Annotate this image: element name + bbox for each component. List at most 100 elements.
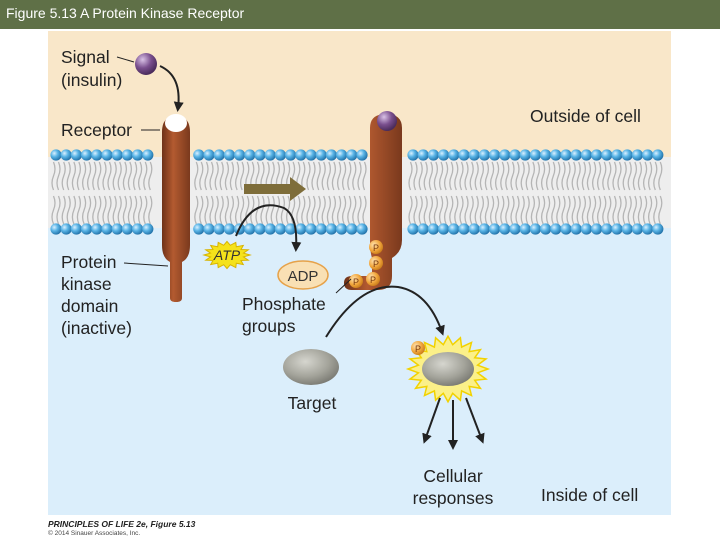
phospholipid-head <box>254 223 266 235</box>
phospholipid-head <box>417 149 429 161</box>
receptor-inactive <box>162 114 190 302</box>
cellular-label: Cellular <box>423 466 482 486</box>
atp-burst <box>202 240 252 270</box>
phospholipid-head <box>264 149 276 161</box>
phospholipid-head <box>203 149 215 161</box>
phospholipid-head <box>631 149 644 161</box>
phospholipid-head <box>550 149 562 161</box>
phospholipid-head <box>417 223 429 235</box>
phospholipid-head <box>519 149 531 161</box>
phospholipid-head <box>560 149 572 161</box>
lipid-tails <box>51 161 663 225</box>
phosphate-pointer <box>335 278 352 294</box>
protein-label: Protein <box>61 252 116 272</box>
phospholipid-head <box>448 223 460 235</box>
phospholipid-head <box>509 223 521 235</box>
phospholipid-head <box>315 223 327 235</box>
phospholipid-head <box>305 223 317 235</box>
phospholipid-head <box>70 149 82 161</box>
phospholipid-head <box>111 223 123 235</box>
phospholipid-head <box>223 223 235 235</box>
inside-cell-region <box>48 228 671 515</box>
receptor-active <box>344 114 402 290</box>
phospholipid-head <box>193 149 205 161</box>
phospholipid-head <box>213 149 225 161</box>
phospholipid-head <box>325 149 337 161</box>
phospholipid-head <box>70 223 82 235</box>
phospholipid-head <box>407 149 419 161</box>
phospholipid-head <box>315 149 327 161</box>
phospholipid-head <box>142 149 154 161</box>
atp-to-adp-arrow <box>235 204 302 252</box>
response-arrow-right <box>465 397 485 444</box>
phospholipid-head <box>295 223 307 235</box>
phospholipid-head <box>570 223 582 235</box>
phospholipid-head <box>458 149 470 161</box>
phospholipid-head <box>407 223 419 235</box>
phospholipid-head <box>305 149 317 161</box>
phospholipid-head <box>591 149 603 161</box>
outside-cell-label: Outside of cell <box>530 106 641 126</box>
phosphate-1-label: P <box>373 243 379 253</box>
phosphorylation-arrow <box>325 285 445 338</box>
phospholipid-head <box>346 223 358 235</box>
phospholipid-head <box>101 149 113 161</box>
phospholipid-head <box>50 149 62 161</box>
phospholipid-head <box>274 149 286 161</box>
phospholipid-head <box>244 149 256 161</box>
phospholipid-head <box>540 149 552 161</box>
kinase-label: kinase <box>61 274 112 294</box>
phospholipid-head <box>529 223 542 235</box>
phospholipid-head <box>325 223 337 235</box>
groups-label: groups <box>242 316 296 336</box>
receptor-label: Receptor <box>61 120 132 140</box>
phospholipid-head <box>509 149 521 161</box>
phospholipid-head <box>264 223 276 235</box>
phospholipid-head <box>448 149 460 161</box>
phospholipid-head <box>60 149 72 161</box>
phospholipid-head <box>580 223 593 235</box>
membrane-outer-heads <box>50 149 664 161</box>
inactive-label: (inactive) <box>61 318 132 338</box>
phospholipid-head <box>142 223 154 235</box>
phospholipid-head <box>601 223 613 235</box>
credit-line-1: PRINCIPLES OF LIFE 2e, Figure 5.13 <box>48 519 196 529</box>
adp-label: ADP <box>288 268 319 285</box>
phospholipid-head <box>478 223 490 235</box>
phospholipid-head <box>631 223 644 235</box>
phospholipid-head <box>489 223 501 235</box>
phospholipid-head <box>529 149 542 161</box>
phospholipid-head <box>642 223 654 235</box>
phospholipid-head <box>336 223 348 235</box>
phospholipid-head <box>642 149 654 161</box>
domain-label: domain <box>61 296 118 316</box>
phosphate-3-label: P <box>370 275 376 285</box>
phospholipid-head <box>438 149 450 161</box>
phospholipid-head <box>101 223 113 235</box>
title-bar: Figure 5.13 A Protein Kinase Receptor <box>0 0 720 29</box>
phospholipid-head <box>356 149 368 161</box>
target-molecule <box>283 349 339 385</box>
phosphate-2-label: P <box>373 259 379 269</box>
phospholipid-head <box>580 149 593 161</box>
inside-cell-label: Inside of cell <box>541 485 638 505</box>
phospholipid-head <box>223 149 235 161</box>
phospholipid-head <box>254 149 266 161</box>
phospholipid-head <box>81 149 93 161</box>
phospholipid-head <box>336 149 348 161</box>
activation-arrow <box>244 177 306 201</box>
signal-leader <box>116 56 135 63</box>
figure-title: Figure 5.13 A Protein Kinase Receptor <box>6 5 245 21</box>
phospholipid-head <box>213 223 225 235</box>
response-arrow-left <box>422 397 441 444</box>
phospholipid-head <box>621 223 633 235</box>
phospholipid-head <box>121 149 133 161</box>
phospholipid-head <box>60 223 72 235</box>
phospholipid-head <box>458 223 470 235</box>
phospholipid-head <box>427 149 439 161</box>
phosphate-4-label: P <box>353 277 359 287</box>
phospholipid-head <box>121 223 133 235</box>
protein-kinase-leader <box>123 262 169 267</box>
phospholipid-head <box>550 223 562 235</box>
